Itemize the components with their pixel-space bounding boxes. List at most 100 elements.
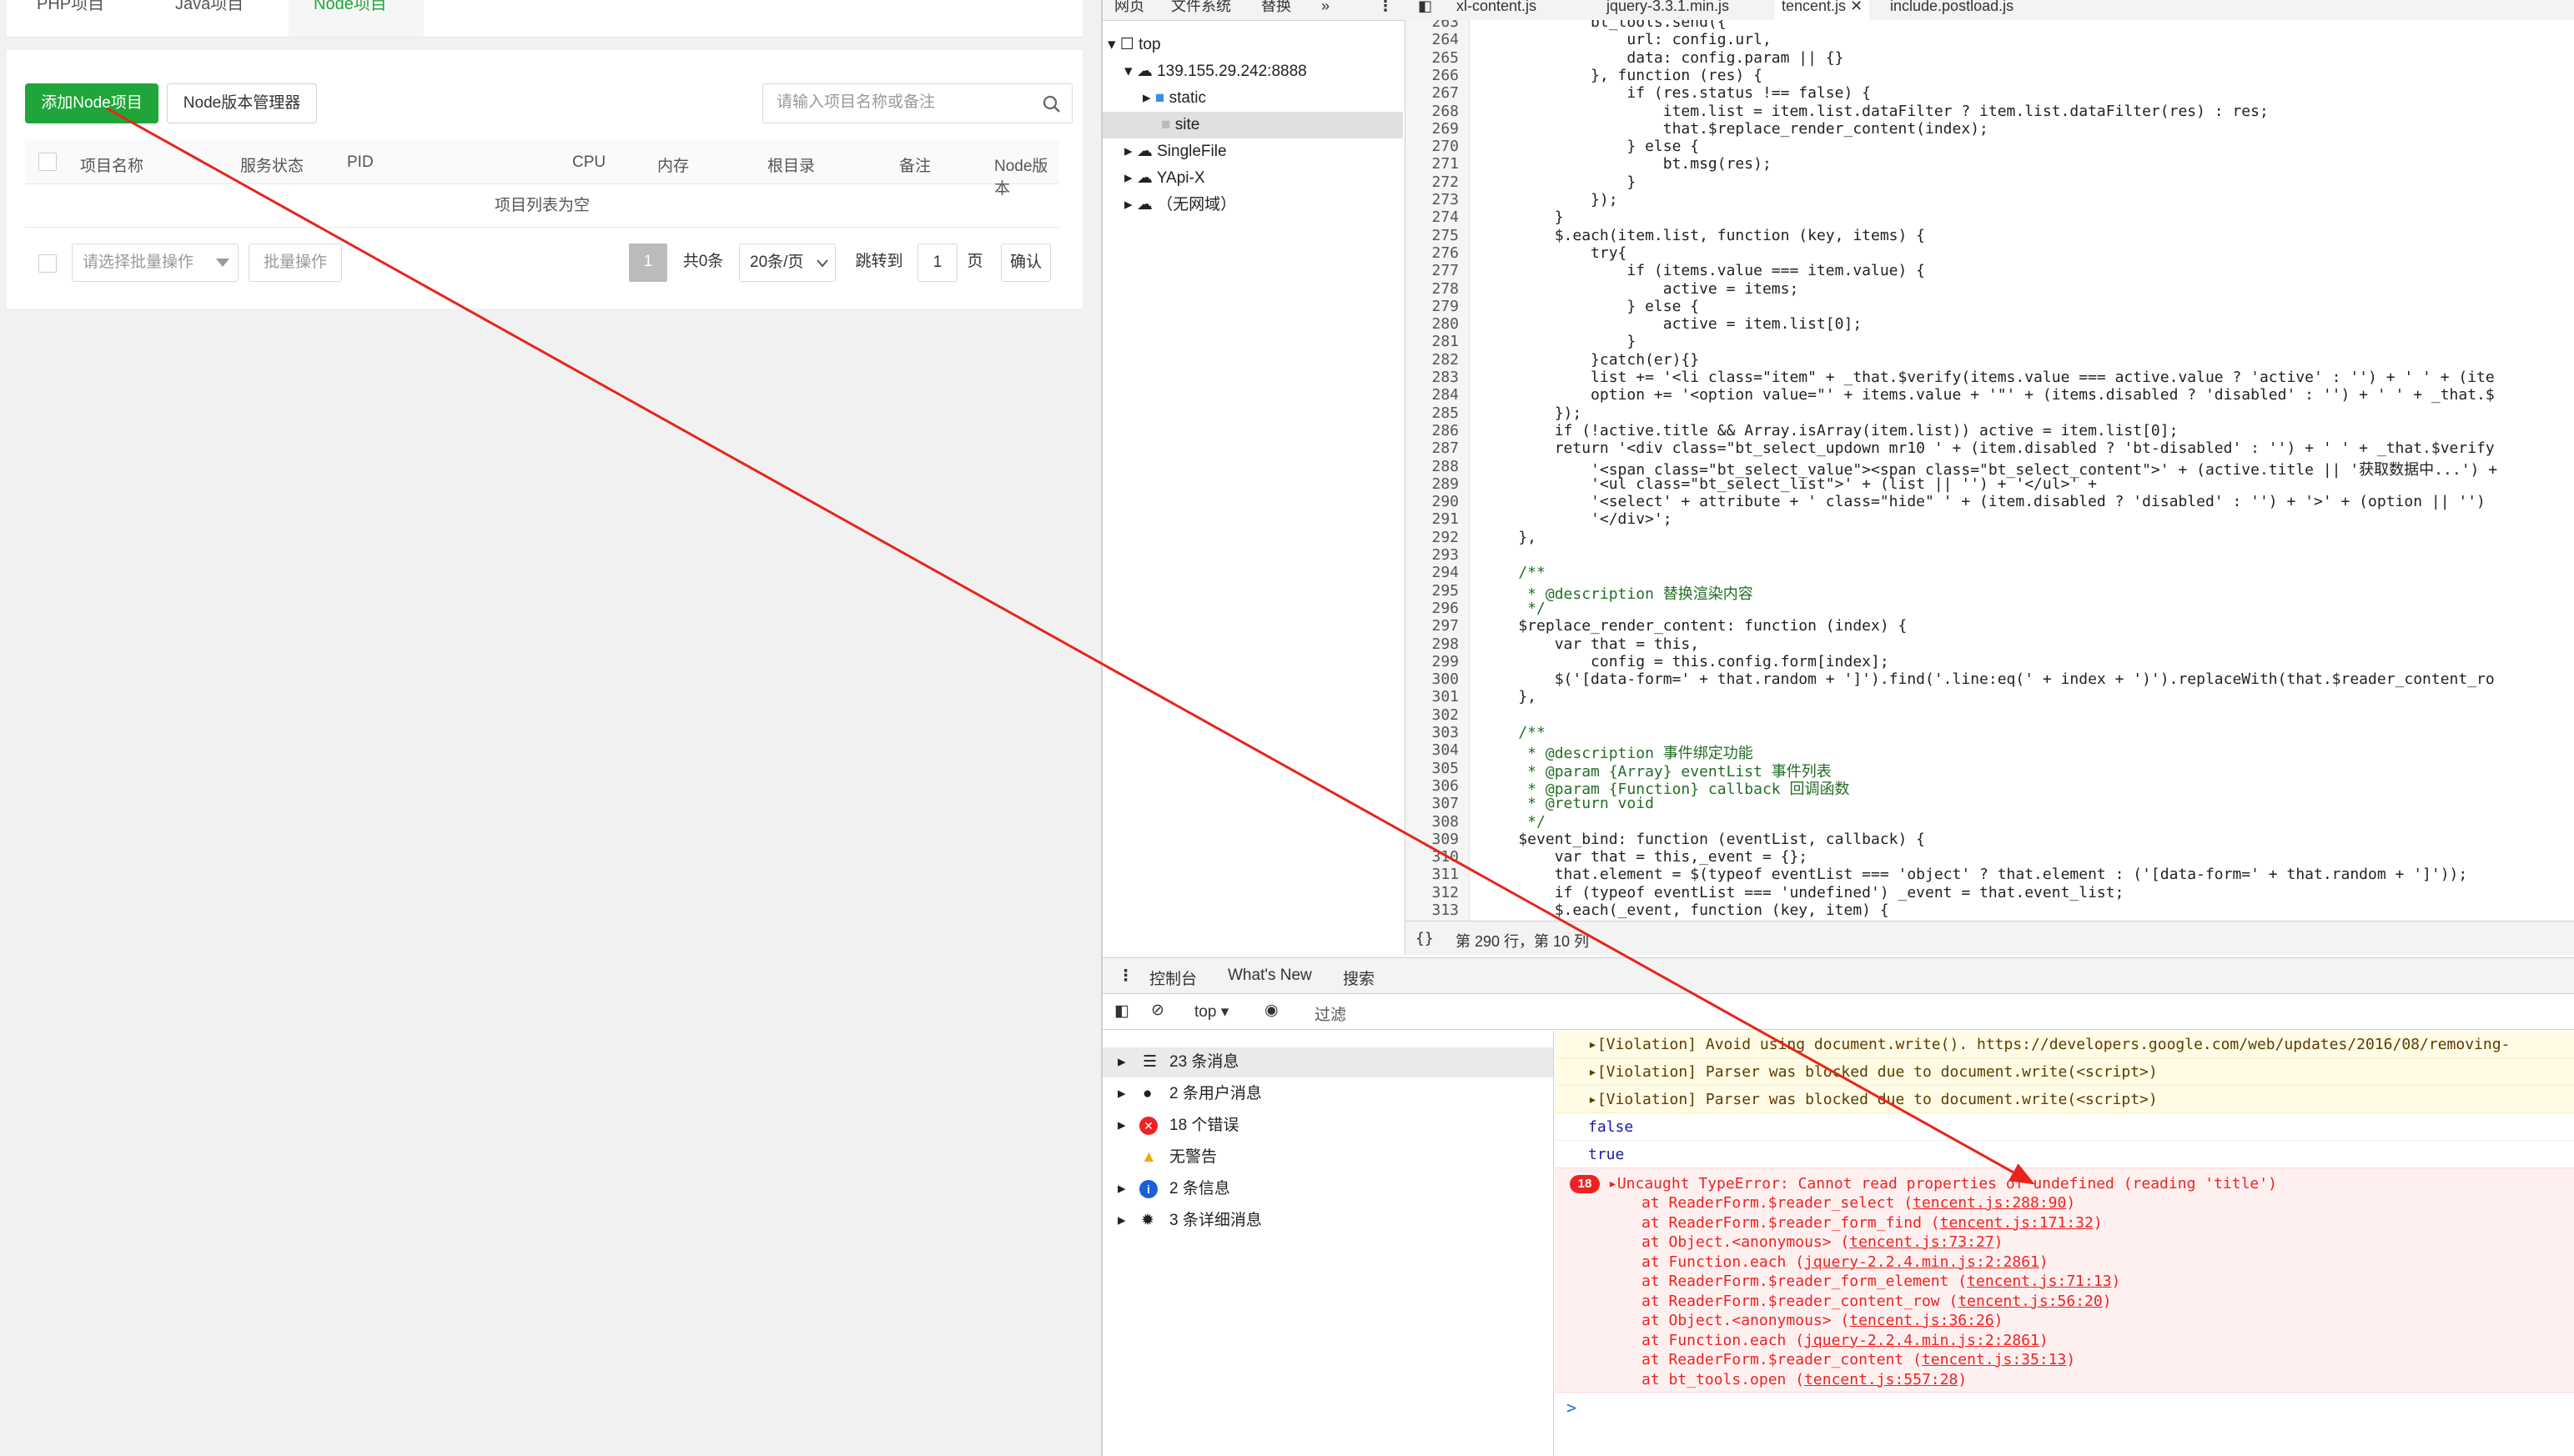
code-line[interactable]: active = items; <box>1482 279 1799 298</box>
code-line[interactable]: if (res.status !== false) { <box>1482 84 1871 103</box>
code-line[interactable]: } <box>1482 173 1636 191</box>
goto-confirm-button[interactable]: 确认 <box>1001 244 1051 282</box>
toggle-navigator-icon[interactable]: ◧ <box>1418 0 1433 14</box>
line-number[interactable]: 278 <box>1431 279 1459 298</box>
line-number[interactable]: 270 <box>1431 138 1459 156</box>
line-number[interactable]: 275 <box>1431 226 1459 244</box>
code-line[interactable]: }); <box>1482 404 1582 422</box>
line-number[interactable]: 289 <box>1431 474 1459 493</box>
code-line[interactable]: try{ <box>1482 244 1627 262</box>
code-line[interactable]: bt_tools.send({ <box>1482 20 1727 31</box>
batch-operation-select[interactable]: 请选择批量操作 <box>72 244 239 282</box>
code-line[interactable]: active = item.list[0]; <box>1482 315 1863 334</box>
line-number[interactable]: 276 <box>1431 244 1459 262</box>
code-line[interactable]: that.element = $(typeof eventList === 'o… <box>1482 866 2468 884</box>
line-number[interactable]: 305 <box>1431 759 1459 777</box>
code-line[interactable]: }catch(er){} <box>1482 350 1700 369</box>
stack-frame-link[interactable]: tencent.js:35:13 <box>1921 1351 2067 1368</box>
line-number[interactable]: 299 <box>1431 652 1459 670</box>
violation-message[interactable]: ▸[Violation] Parser was blocked due to d… <box>1555 1086 2574 1113</box>
console-prompt[interactable]: > <box>1566 1398 1577 1418</box>
project-search-box[interactable] <box>762 83 1073 123</box>
file-tab-include-postload[interactable]: include.postload.js <box>1890 0 2014 14</box>
drawer-menu-icon[interactable]: ⋮ <box>1118 967 1134 985</box>
stack-frame-link[interactable]: tencent.js:36:26 <box>1849 1312 1994 1329</box>
code-line[interactable]: list += '<li class="item" + _that.$verif… <box>1482 369 2495 386</box>
file-tab-xl-content[interactable]: xl-content.js <box>1456 0 1537 14</box>
line-number[interactable]: 306 <box>1431 776 1459 795</box>
line-number[interactable]: 304 <box>1431 741 1459 760</box>
code-line[interactable]: url: config.url, <box>1482 31 1772 49</box>
col-project-name[interactable]: 项目名称 <box>80 158 144 175</box>
filter-input[interactable]: 过滤 <box>1315 1007 1347 1024</box>
tab-node[interactable]: Node项目 <box>289 0 424 37</box>
context-selector[interactable]: top ▾ <box>1194 1003 1229 1021</box>
select-all-checkbox[interactable] <box>38 153 57 171</box>
error-message[interactable]: 18 ▸Uncaught TypeError: Cannot read prop… <box>1555 1167 2574 1393</box>
line-number[interactable]: 273 <box>1431 191 1459 208</box>
code-line[interactable]: '</div>'; <box>1482 510 1672 529</box>
code-line[interactable]: data: config.param || {} <box>1482 48 1844 67</box>
tree-item-site[interactable]: ■ site <box>1103 112 1403 138</box>
line-number[interactable]: 283 <box>1431 369 1459 386</box>
code-line[interactable]: * @return void <box>1482 795 1654 813</box>
per-page-select[interactable]: 20条/页 <box>739 244 836 282</box>
stack-frame-link[interactable]: tencent.js:56:20 <box>1958 1292 2103 1310</box>
file-tab-jquery[interactable]: jquery-3.3.1.min.js <box>1606 0 1730 14</box>
code-line[interactable]: } else { <box>1482 297 1700 315</box>
stack-frame-link[interactable]: jquery-2.2.4.min.js:2:2861 <box>1804 1253 2039 1271</box>
file-tab-tencent[interactable]: tencent.js ✕ <box>1775 0 1870 20</box>
code-line[interactable]: var that = this, <box>1482 635 1700 653</box>
tree-item-host[interactable]: ▾ ☁ 139.155.29.242:8888 <box>1124 63 1307 80</box>
code-line[interactable]: $.each(_event, function (key, item) { <box>1482 901 1889 919</box>
tree-item-singlefile[interactable]: ▸ ☁ SingleFile <box>1124 143 1227 160</box>
code-line[interactable]: */ <box>1482 599 1546 617</box>
line-number[interactable]: 310 <box>1431 848 1459 866</box>
col-cpu[interactable]: CPU <box>572 153 606 171</box>
line-number[interactable]: 298 <box>1431 635 1459 653</box>
tree-item-top[interactable]: ▾ ☐ top <box>1108 36 1161 53</box>
sidebar-warnings[interactable]: ▲无警告 <box>1103 1142 1553 1172</box>
tab-filesystem[interactable]: 文件系统 <box>1171 0 1231 14</box>
batch-operation-button[interactable]: 批量操作 <box>249 244 342 282</box>
line-number[interactable]: 302 <box>1431 705 1459 724</box>
line-number[interactable]: 296 <box>1431 599 1459 617</box>
line-number[interactable]: 284 <box>1431 386 1459 404</box>
code-line[interactable]: return '<div class="bt_select_updown mr1… <box>1482 439 2495 458</box>
code-line[interactable]: '<select' + attribute + ' class="hide" '… <box>1482 493 2486 511</box>
tab-whats-new[interactable]: What's New <box>1228 966 1312 984</box>
line-number[interactable]: 309 <box>1431 830 1459 848</box>
tab-console[interactable]: 控制台 <box>1149 966 1198 997</box>
col-remark[interactable]: 备注 <box>899 158 932 175</box>
code-line[interactable]: if (!active.title && Array.isArray(item.… <box>1482 421 2179 439</box>
line-number[interactable]: 312 <box>1431 883 1459 901</box>
code-line[interactable]: item.list = item.list.dataFilter ? item.… <box>1482 102 2269 120</box>
line-number[interactable]: 263 <box>1431 20 1459 31</box>
line-number[interactable]: 292 <box>1431 528 1459 546</box>
code-line[interactable]: '<ul class="bt_select_list">' + (list ||… <box>1482 474 2097 493</box>
add-node-project-button[interactable]: 添加Node项目 <box>25 83 158 123</box>
line-number[interactable]: 288 <box>1431 457 1459 475</box>
line-number[interactable]: 264 <box>1431 31 1459 49</box>
line-number[interactable]: 311 <box>1431 866 1459 884</box>
code-line[interactable]: $replace_render_content: function (index… <box>1482 617 1908 635</box>
line-number[interactable]: 307 <box>1431 795 1459 813</box>
line-number[interactable]: 285 <box>1431 404 1459 422</box>
code-line[interactable]: $('[data-form=' + that.random + ']').fin… <box>1482 670 2495 689</box>
line-number[interactable]: 313 <box>1431 901 1459 919</box>
code-line[interactable]: } else { <box>1482 138 1700 156</box>
tab-search[interactable]: 搜索 <box>1343 971 1375 988</box>
stack-frame-link[interactable]: tencent.js:73:27 <box>1849 1233 1994 1251</box>
line-number[interactable]: 300 <box>1431 670 1459 689</box>
col-root-dir[interactable]: 根目录 <box>767 158 816 175</box>
code-line[interactable]: /** <box>1482 564 1546 582</box>
sidebar-user-messages[interactable]: ▸●2 条用户消息 <box>1103 1079 1553 1109</box>
line-number[interactable]: 290 <box>1431 493 1459 511</box>
line-number[interactable]: 297 <box>1431 617 1459 635</box>
line-number[interactable]: 286 <box>1431 421 1459 439</box>
line-number[interactable]: 281 <box>1431 333 1459 351</box>
violation-link[interactable]: https://developers.google.com/web/update… <box>1977 1036 2511 1053</box>
line-number[interactable]: 294 <box>1431 564 1459 582</box>
